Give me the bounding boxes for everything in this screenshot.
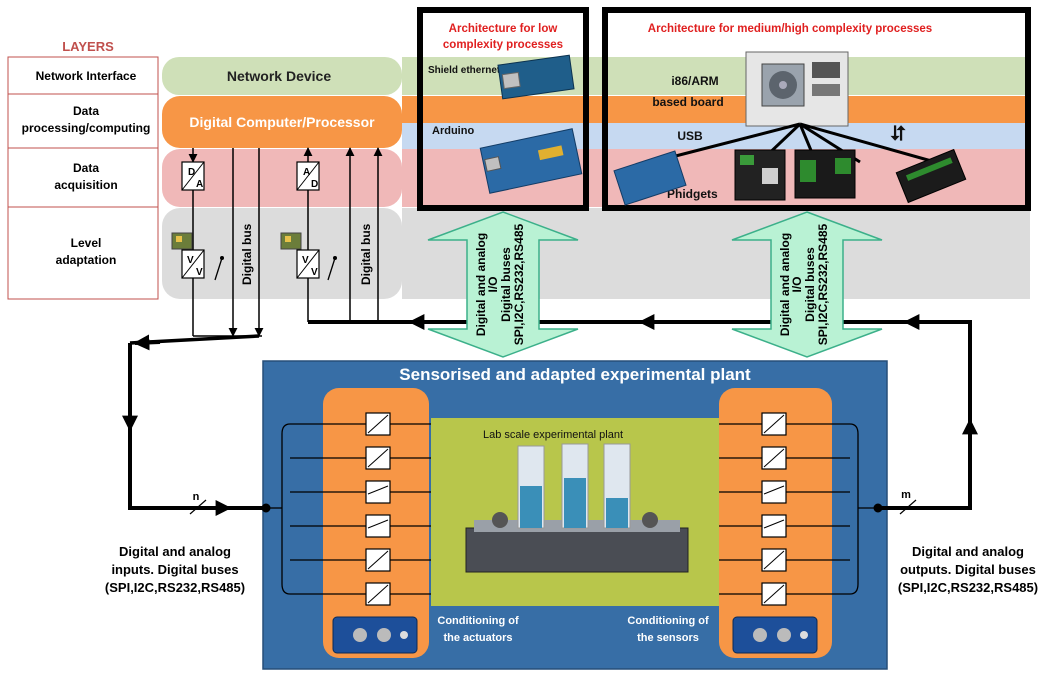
actuator-amplifier-icon — [332, 616, 418, 654]
low-complexity-architecture: Architecture for low complexity processe… — [417, 7, 589, 211]
sensors-label-2: the sensors — [637, 632, 699, 644]
bus-bracket — [849, 423, 859, 595]
board-label-2: based board — [652, 95, 723, 109]
low-arch-title-1: Architecture for low — [449, 23, 558, 35]
block-diagonal — [367, 448, 389, 468]
layer-level-adaptation-1: Level — [71, 236, 102, 250]
phidget-module-2-icon — [794, 149, 856, 199]
io-arrow-label-2-3: Digital buses — [803, 247, 817, 322]
io-arrow-label-2-4: SPI,I2C,RS232,RS485 — [816, 223, 830, 345]
plant-title: Sensorised and adapted experimental plan… — [399, 365, 751, 384]
conditioning-block — [761, 514, 787, 538]
main-bus-wires — [122, 314, 978, 516]
i86-board-icon — [745, 51, 849, 127]
da-top: D — [188, 167, 195, 178]
vv-left-top: V — [187, 255, 194, 266]
ad-top: A — [303, 167, 310, 178]
io-arrow-label-1-3: Digital buses — [499, 247, 513, 322]
layer-data-processing-2: processing/computing — [22, 121, 151, 135]
phidget-module-1-icon — [734, 149, 786, 201]
level-adaptation-right: V V — [280, 232, 337, 281]
layer-data-acquisition-2: acquisition — [54, 178, 117, 192]
layer-data-acquisition-1: Data — [73, 161, 99, 175]
conditioning-blocks — [266, 412, 878, 606]
outputs-label-3: (SPI,I2C,RS232,RS485) — [898, 580, 1038, 595]
digital-computer-label: Digital Computer/Processor — [189, 114, 375, 130]
ad-bottom: D — [311, 179, 318, 190]
block-diagonal — [763, 550, 785, 570]
digital-computer-band — [162, 96, 402, 148]
conditioning-block — [365, 480, 391, 504]
layer-data-processing-1: Data — [73, 104, 99, 118]
level-adaptation-band — [162, 208, 402, 299]
arduino-label: Arduino — [432, 125, 474, 137]
conditioning-block — [761, 480, 787, 504]
digital-bus-label-left: Digital bus — [240, 223, 254, 285]
network-device-band — [162, 57, 402, 95]
usb-icon: ⮃ — [889, 123, 907, 145]
bus-bracket — [281, 423, 291, 595]
data-acquisition-band — [162, 149, 402, 207]
phidget-module-3-icon — [895, 148, 967, 204]
da-bottom: A — [196, 179, 203, 190]
inputs-label-3: (SPI,I2C,RS232,RS485) — [105, 580, 245, 595]
vv-left-bottom: V — [196, 267, 203, 278]
phidgets-label: Phidgets — [667, 187, 718, 201]
layer-table: Network Interface Data processing/comput… — [7, 56, 159, 300]
outputs-label-1: Digital and analog — [912, 544, 1024, 559]
experimental-plant: Sensorised and adapted experimental plan… — [262, 360, 888, 670]
actuators-label-2: the actuators — [443, 632, 512, 644]
sensor-amplifier-icon — [732, 616, 818, 654]
outputs-label-2: outputs. Digital buses — [900, 562, 1036, 577]
io-arrow-label-1-2: I/O — [486, 276, 500, 292]
arduino-board-icon — [479, 128, 583, 194]
io-arrow-label-2-1: Digital and analog — [778, 233, 792, 336]
block-diagonal — [763, 584, 785, 604]
io-arrow-label-1-4: SPI,I2C,RS232,RS485 — [512, 223, 526, 345]
conditioning-block — [365, 514, 391, 538]
usb-label: USB — [677, 129, 703, 143]
block-diagonal — [763, 414, 785, 434]
lab-plant-label: Lab scale experimental plant — [483, 429, 623, 441]
inputs-label-1: Digital and analog — [119, 544, 231, 559]
low-arch-title-2: complexity processes — [443, 39, 563, 51]
layer-network-interface: Network Interface — [36, 69, 137, 83]
lab-plant-equipment-icon — [465, 443, 689, 573]
actuators-label-1: Conditioning of — [437, 615, 519, 627]
block-diagonal — [763, 448, 785, 468]
vv-right-top: V — [302, 255, 309, 266]
network-device-label: Network Device — [227, 68, 331, 84]
switch-diagonal — [763, 485, 785, 495]
switch-diagonal — [763, 519, 785, 529]
switch-diagonal — [367, 519, 389, 529]
shield-ethernet-board-icon — [497, 54, 575, 100]
inputs-label-2: inputs. Digital buses — [111, 562, 238, 577]
output-count-label: m — [901, 489, 911, 501]
block-diagonal — [367, 550, 389, 570]
switch-diagonal — [367, 485, 389, 495]
sensors-label-1: Conditioning of — [627, 615, 709, 627]
vv-right-bottom: V — [311, 267, 318, 278]
layers-title: LAYERS — [62, 39, 114, 54]
io-double-arrow — [427, 211, 579, 358]
high-arch-title: Architecture for medium/high complexity … — [648, 23, 932, 35]
block-diagonal — [367, 584, 389, 604]
io-double-arrow — [731, 211, 883, 358]
input-count-label: n — [193, 491, 200, 503]
board-label-1: i86/ARM — [671, 74, 718, 88]
block-diagonal — [367, 414, 389, 434]
ad-converter: A D — [296, 161, 320, 191]
da-converter: D A — [181, 161, 205, 191]
high-complexity-architecture: Architecture for medium/high complexity … — [602, 7, 1031, 211]
level-adaptation-left: V V — [171, 232, 224, 281]
digital-bus-label-right: Digital bus — [359, 223, 373, 285]
io-arrow-label-1-1: Digital and analog — [474, 233, 488, 336]
phidget-arduino-icon — [613, 150, 687, 206]
layer-level-adaptation-2: adaptation — [56, 253, 117, 267]
shield-ethernet-label: Shield ethernet — [428, 65, 501, 76]
io-arrow-label-2-2: I/O — [790, 276, 804, 292]
